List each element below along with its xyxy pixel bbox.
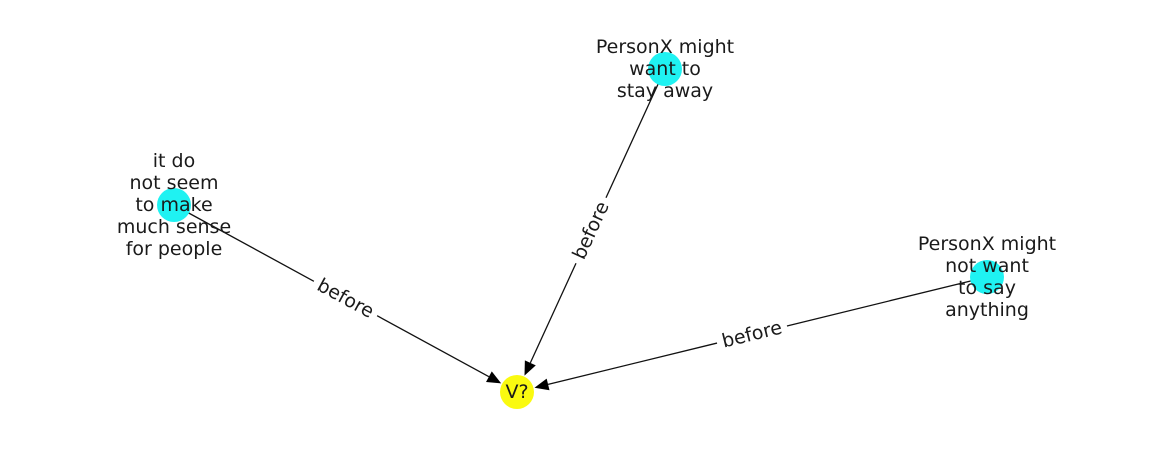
node-label-line: it do bbox=[153, 150, 195, 172]
node-label-line: much sense bbox=[117, 216, 231, 238]
edges-layer bbox=[173, 68, 988, 391]
node-label-line: V? bbox=[505, 381, 528, 403]
edge-label: before bbox=[568, 198, 613, 263]
edge-label: before bbox=[720, 317, 785, 353]
edge-line-segment bbox=[605, 68, 666, 199]
node-label-line: anything bbox=[945, 299, 1029, 321]
edge-line-segment bbox=[547, 342, 718, 386]
nodes-layer bbox=[157, 52, 1004, 409]
arrowhead-icon bbox=[524, 360, 536, 376]
node-label-line: PersonX might bbox=[596, 36, 734, 58]
edge-n3-to-target bbox=[534, 276, 988, 391]
node-label-line: to make bbox=[135, 194, 212, 216]
node-label-line: want to bbox=[629, 58, 701, 80]
node-label-line: stay away bbox=[617, 80, 713, 102]
edge-n2-to-target bbox=[524, 68, 666, 376]
target-node bbox=[500, 375, 534, 409]
edge-line-segment bbox=[376, 315, 490, 378]
edge-line-segment bbox=[786, 276, 988, 327]
node-label-line: not seem bbox=[130, 172, 219, 194]
arrowhead-icon bbox=[534, 378, 550, 391]
context-node bbox=[648, 52, 682, 86]
node-label-line: PersonX might bbox=[918, 233, 1056, 255]
edge-label: before bbox=[313, 274, 377, 323]
edge-n1-to-target bbox=[173, 204, 502, 384]
node-label-line: to say bbox=[958, 277, 1016, 299]
edge-line-segment bbox=[529, 262, 577, 364]
context-node bbox=[970, 260, 1004, 294]
node-label-line: for people bbox=[126, 238, 223, 260]
context-node bbox=[157, 188, 191, 222]
edge-line-segment bbox=[173, 204, 315, 282]
arrowhead-icon bbox=[486, 371, 502, 384]
node-label-line: not want bbox=[945, 255, 1029, 277]
